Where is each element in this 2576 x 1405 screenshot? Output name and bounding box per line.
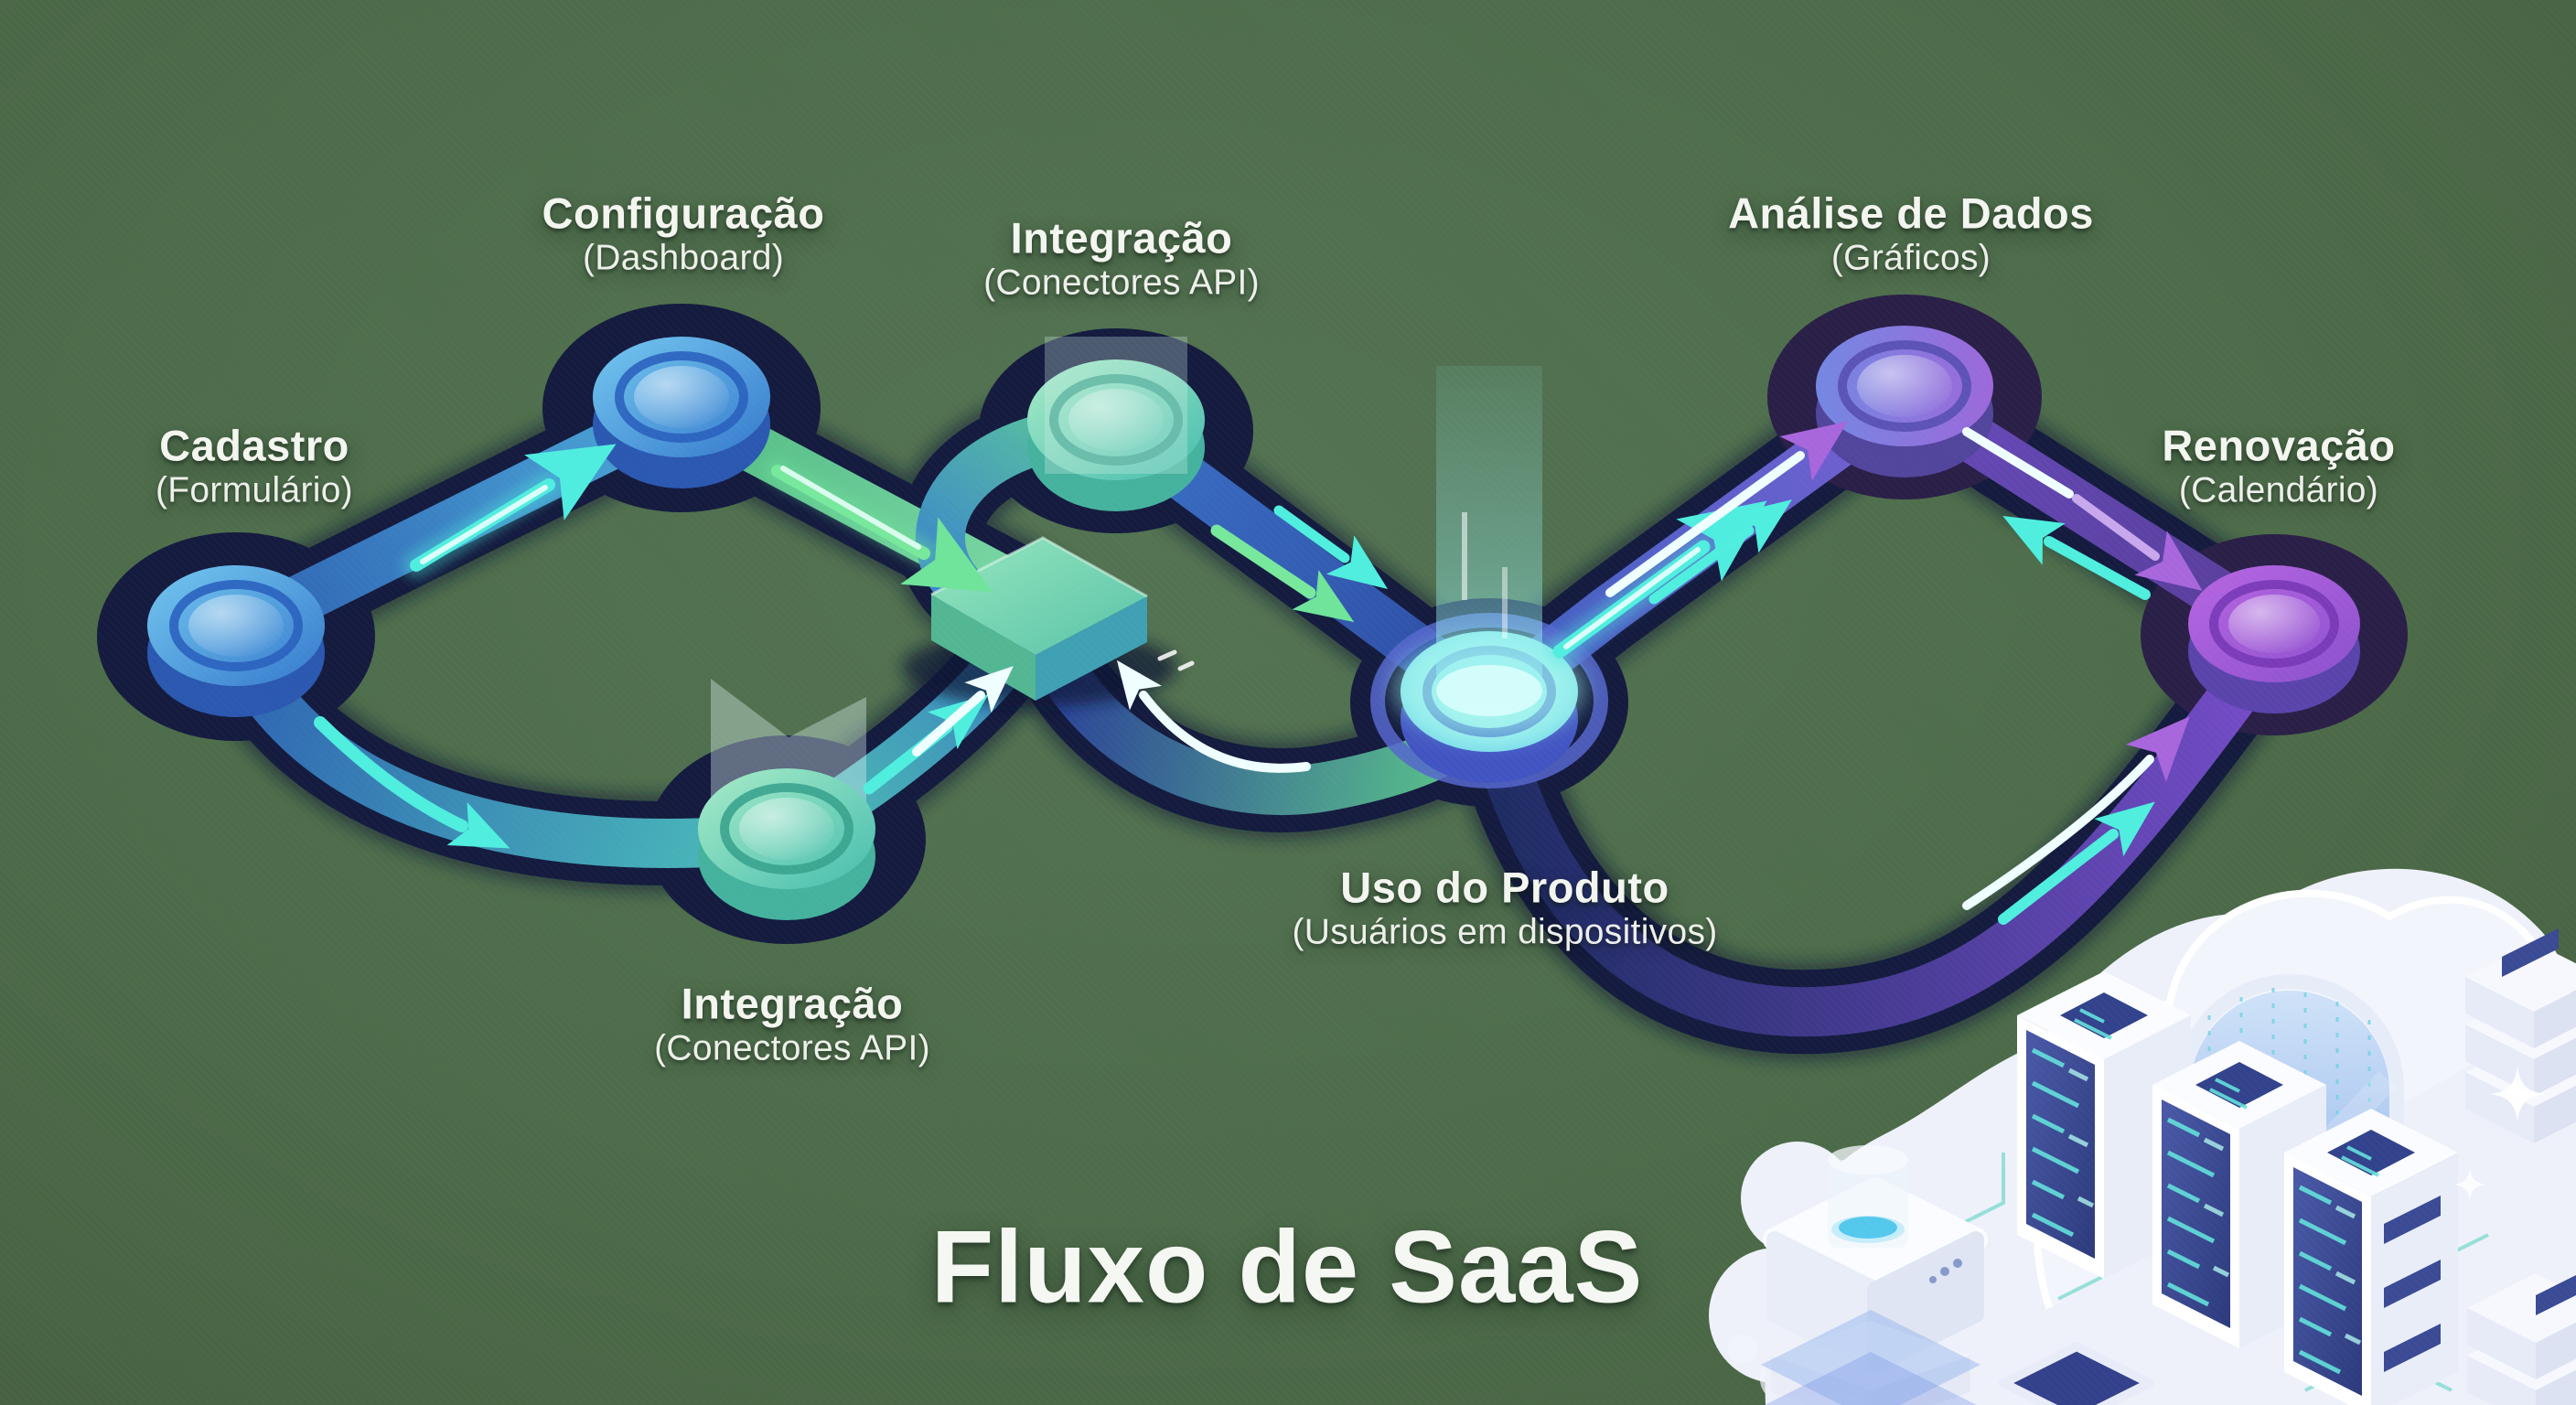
node-title: Análise de Dados — [1728, 188, 2094, 238]
sparkle-star — [2490, 1067, 2545, 1121]
server-stack-right-top — [2465, 928, 2576, 1143]
label-cadastro: Cadastro (Formulário) — [156, 422, 353, 510]
flat-screen-device — [1999, 1342, 2154, 1405]
api-chip — [902, 536, 1176, 706]
node-disc-analise-de-dados — [1816, 326, 1993, 477]
node-disc-integracao-baixo — [698, 768, 875, 920]
node-title: Integração — [681, 979, 904, 1028]
sparkle-star-small — [2454, 1169, 2485, 1200]
label-uso-do-produto: Uso do Produto (Usuários em dispositivos… — [1292, 863, 1717, 952]
glass-cylinder-unit — [1761, 1145, 1988, 1405]
node-title: Cadastro — [159, 421, 349, 470]
node-subtitle: (Dashboard) — [582, 237, 785, 277]
server-tower-3 — [2284, 1109, 2458, 1405]
label-analise-de-dados: Análise de Dados (Gráficos) — [1728, 189, 2094, 278]
sparkle-marks — [1157, 649, 1195, 671]
light-beam-uso — [1393, 366, 1585, 738]
tube-network — [97, 295, 2408, 1062]
server-stack-right-bottom — [2467, 1273, 2576, 1405]
diagram-title: Fluxo de SaaS — [930, 1209, 1644, 1325]
node-subtitle: (Gráficos) — [1830, 237, 1991, 277]
node-subtitle: (Conectores API) — [654, 1027, 930, 1067]
node-disc-renovacao — [2188, 565, 2360, 713]
label-integracao-baixo: Integração (Conectores API) — [654, 980, 930, 1068]
node-title: Renovação — [2162, 421, 2396, 470]
node-disc-integracao-topo — [1027, 359, 1205, 511]
node-subtitle: (Formulário) — [156, 469, 353, 509]
flow-arrows — [314, 421, 2203, 925]
cloud-server-illustration — [1709, 868, 2576, 1405]
node-disc-cadastro — [147, 565, 325, 717]
node-title: Uso do Produto — [1340, 863, 1669, 912]
node-title: Configuração — [542, 188, 825, 238]
glass-panel-integracao — [1045, 337, 1187, 474]
label-integracao-topo: Integração (Conectores API) — [983, 214, 1260, 303]
node-subtitle: (Usuários em dispositivos) — [1292, 911, 1718, 951]
label-renovacao: Renovação (Calendário) — [2162, 422, 2395, 510]
node-disc-configuracao — [593, 337, 770, 488]
label-configuracao: Configuração (Dashboard) — [542, 189, 825, 278]
node-title: Integração — [1010, 213, 1233, 263]
node-subtitle: (Conectores API) — [983, 262, 1260, 302]
node-subtitle: (Calendário) — [2178, 469, 2379, 509]
